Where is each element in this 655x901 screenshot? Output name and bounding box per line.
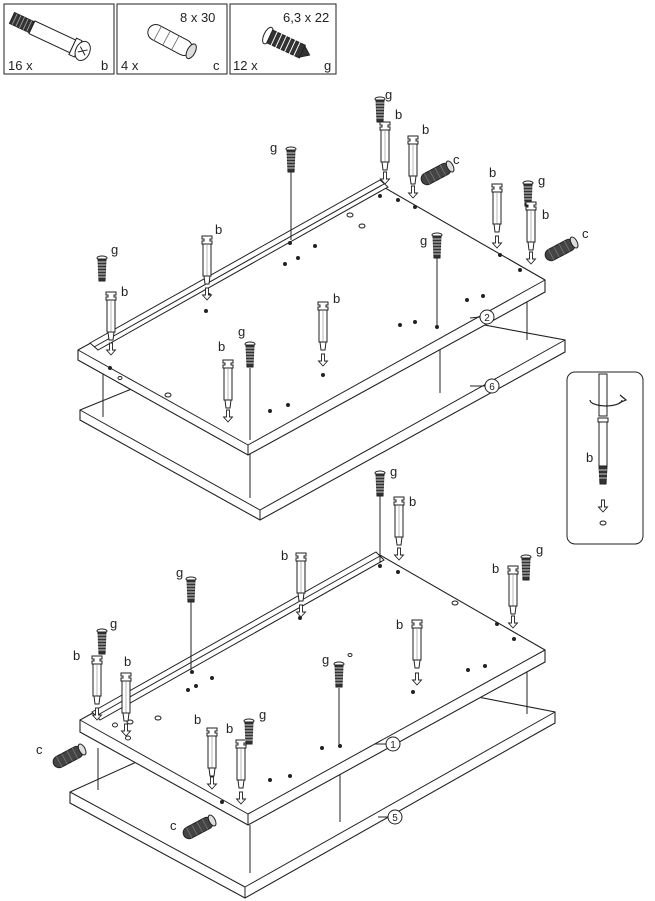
panel-2-holes	[108, 194, 522, 413]
part-g-letter: g	[324, 58, 331, 73]
label-b: b	[489, 165, 496, 180]
screw-g-icon	[185, 576, 197, 603]
panel-number-6: 6	[470, 378, 500, 394]
label-g: g	[111, 242, 118, 257]
label-g: g	[176, 565, 183, 580]
label-c: c	[453, 152, 460, 167]
svg-text:5: 5	[392, 813, 398, 824]
hardware-upper	[96, 96, 581, 440]
label-b: b	[395, 107, 402, 122]
arrow-down-icon	[508, 615, 518, 629]
screw-g-icon	[374, 96, 386, 123]
dowel-icon	[147, 23, 197, 60]
label-c: c	[36, 742, 43, 757]
svg-text:1: 1	[390, 740, 396, 751]
screw-g-icon	[333, 661, 345, 688]
part-b-quantity: 16 x	[8, 58, 33, 73]
label-g: g	[538, 173, 545, 188]
part-c-quantity: 4 x	[121, 58, 139, 73]
screw-icon	[262, 26, 311, 59]
part-box-b: 16 x b	[3, 3, 115, 75]
arrow-down-icon	[408, 185, 418, 199]
cam-bolt-b-icon	[491, 183, 503, 233]
hardware-lower	[50, 470, 532, 842]
label-c: c	[582, 226, 589, 241]
dowel-c-icon	[50, 742, 89, 771]
arrow-down-icon	[526, 251, 536, 265]
screw-g-icon	[520, 554, 532, 581]
screw-g-icon	[243, 718, 255, 745]
cam-bolt-b-icon	[379, 121, 391, 171]
label-b: b	[194, 712, 201, 727]
lower-assembly: g b b g g b b c b g b g b b g c 1 5	[36, 464, 556, 899]
screw-g-icon	[431, 232, 443, 259]
label-b: b	[226, 721, 233, 736]
panel-2	[77, 179, 546, 456]
label-b: b	[409, 494, 416, 509]
label-g: g	[238, 324, 245, 339]
label-b: b	[124, 654, 131, 669]
arrow-down-icon	[492, 235, 502, 249]
label-b: b	[396, 617, 403, 632]
upper-labels: g b b c g b g b b g b g b c b g	[111, 87, 589, 354]
screw-g-icon	[285, 146, 297, 173]
panel-number-5: 5	[378, 809, 403, 825]
part-c-letter: c	[213, 58, 220, 73]
part-b-letter: b	[101, 58, 108, 73]
cam-bolt-b-icon	[507, 565, 519, 615]
panel-number-2: 2	[469, 309, 495, 325]
cam-bolt-b-icon	[525, 201, 537, 251]
cam-bolt-b-icon	[393, 496, 405, 546]
cam-bolt-b-icon	[407, 135, 419, 185]
part-g-quantity: 12 x	[233, 58, 258, 73]
panel-1-holes	[112, 564, 516, 804]
part-c-size: 8 x 30	[180, 10, 215, 25]
svg-text:6: 6	[489, 382, 495, 393]
label-b: b	[542, 207, 549, 222]
svg-text:2: 2	[484, 313, 490, 324]
label-g: g	[259, 707, 266, 722]
panel-number-1: 1	[375, 736, 401, 752]
screw-g-icon	[244, 341, 256, 368]
lower-labels: g b b g g b b c b g b g b b g c	[36, 464, 543, 833]
arrow-down-icon	[394, 547, 404, 561]
label-g: g	[536, 542, 543, 557]
screw-g-icon	[374, 470, 386, 497]
cam-bolt-icon	[8, 11, 91, 61]
label-g: g	[322, 652, 329, 667]
parts-legend: 16 x b 8 x 30 4 x c 6,3 x 22 12 x	[3, 3, 337, 75]
part-g-size: 6,3 x 22	[283, 10, 329, 25]
part-box-g: 6,3 x 22 12 x g	[229, 3, 337, 75]
cam-bolt-b-icon	[597, 417, 609, 485]
label-g: g	[385, 87, 392, 102]
label-b: b	[215, 222, 222, 237]
label-g: g	[420, 233, 427, 248]
inset-tool-detail: b	[566, 371, 644, 545]
dowel-c-icon	[542, 235, 581, 264]
label-g: g	[390, 464, 397, 479]
label-b: b	[281, 548, 288, 563]
screwdriver-icon	[598, 373, 608, 417]
screw-g-icon	[96, 628, 108, 655]
label-b: b	[492, 561, 499, 576]
cam-bolt-b-icon	[91, 655, 103, 705]
screw-g-icon	[96, 255, 108, 282]
label-g: g	[270, 140, 277, 155]
label-b: b	[73, 648, 80, 663]
inset-label-b: b	[586, 450, 593, 465]
label-b: b	[121, 284, 128, 299]
upper-assembly: g b b c g b g b b g b g b c b g 2 6	[77, 87, 589, 521]
label-c: c	[170, 818, 177, 833]
label-b: b	[333, 291, 340, 306]
part-box-c: 8 x 30 4 x c	[116, 3, 228, 75]
label-b: b	[422, 122, 429, 137]
label-b: b	[218, 339, 225, 354]
dowel-c-icon	[418, 159, 457, 188]
label-g: g	[110, 616, 117, 631]
